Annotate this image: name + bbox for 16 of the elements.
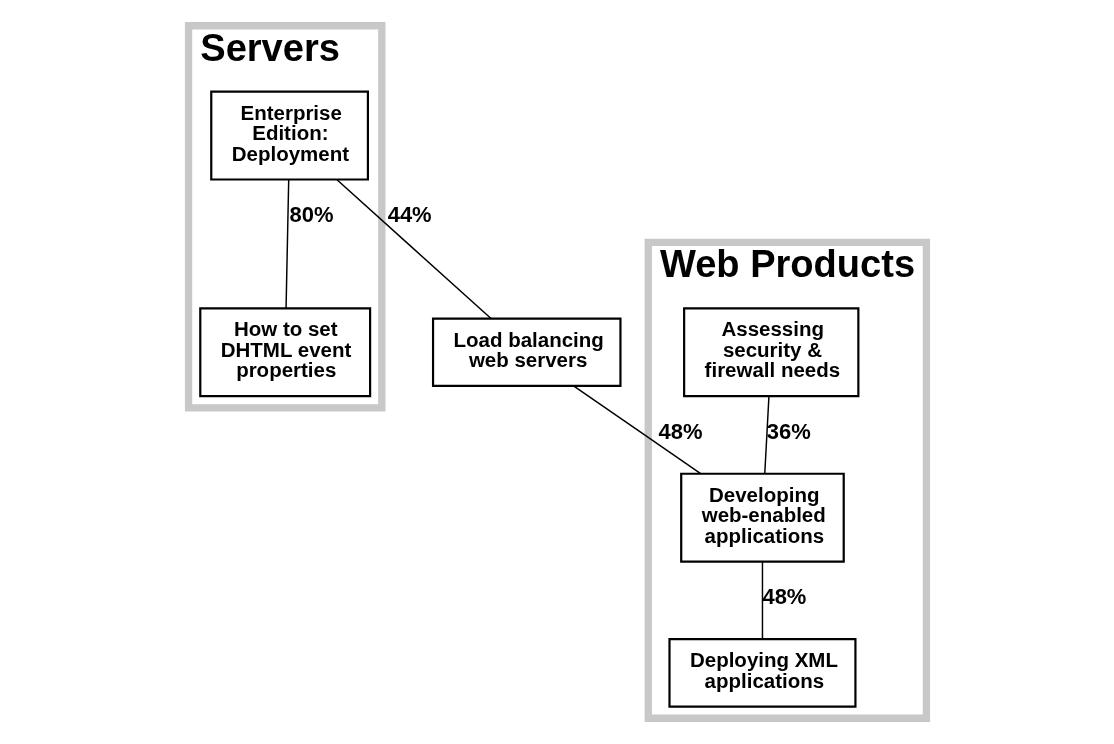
- node-box: Enterprise Edition: Deployment: [209, 90, 369, 181]
- node-box: Developing web-enabled applications: [679, 472, 845, 563]
- connector: [763, 395, 770, 474]
- node-box: Load balancing web servers: [431, 317, 622, 387]
- edge-label: 48%: [761, 584, 806, 610]
- connector: [335, 179, 492, 320]
- node-box: Assessing security & firewall needs: [682, 307, 859, 398]
- node-box: Deploying XML applications: [667, 638, 857, 708]
- edge-label: 44%: [387, 201, 432, 227]
- connector: [761, 561, 763, 640]
- node-box: How to set DHTML event properties: [198, 307, 371, 398]
- connector: [284, 179, 289, 309]
- edge-label: 80%: [289, 201, 334, 227]
- connector: [572, 385, 701, 475]
- edge-label: 48%: [658, 418, 702, 444]
- edge-label: 36%: [766, 418, 811, 444]
